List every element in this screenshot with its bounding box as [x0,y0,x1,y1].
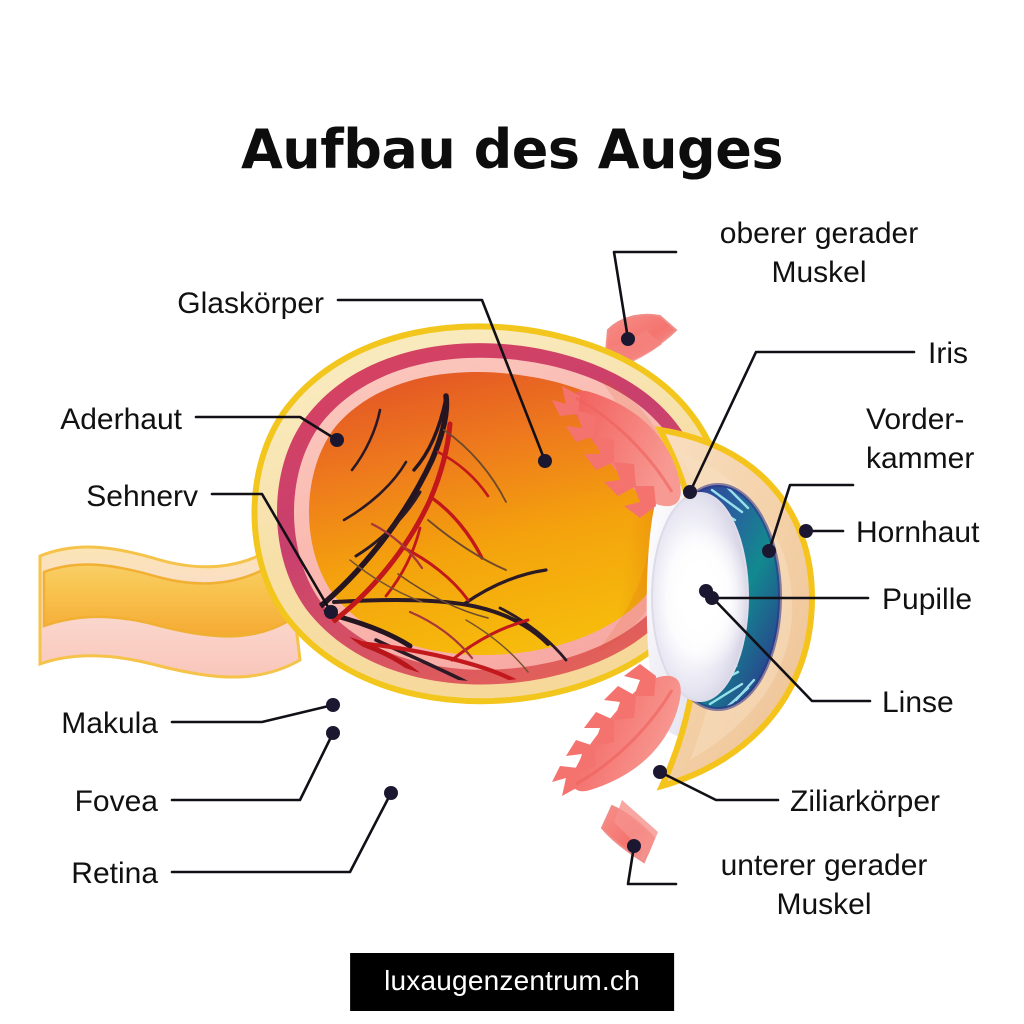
label-sehnerv: Sehnerv [86,480,198,513]
inferior-rectus-muscle [600,800,658,864]
label-glaskoerper: Glaskörper [177,287,324,320]
optic-nerve-structure [38,537,302,679]
leader-linse [704,589,872,703]
dot-glaskoerper [538,454,552,468]
leader-makula [170,703,335,724]
leader-unterer-muskel [626,844,678,886]
label-fovea: Fovea [74,785,158,818]
dot-makula [326,698,340,712]
source-watermark-banner[interactable]: luxaugenzentrum.ch [350,953,674,1011]
page-title: Aufbau des Auges [241,118,783,181]
label-oberer-gerader-muskel: oberer gerader Muskel [719,217,919,289]
retinal-blood-vessels [296,393,568,682]
leader-glaskoerper [336,298,547,463]
dot-aderhaut [330,433,344,447]
label-vorderkammer: Vorder- kammer [866,403,975,475]
dot-ziliarkoerper [653,765,667,779]
leader-anchor-dots [324,332,813,853]
leader-lines [170,250,916,886]
leader-retina [170,791,393,874]
dot-oberer-muskel [621,332,635,346]
dot-iris [683,485,697,499]
label-iris: Iris [928,337,968,370]
label-aderhaut: Aderhaut [60,403,182,436]
label-ziliarkoerper: Ziliarkörper [790,785,941,818]
leader-aderhaut [194,415,339,442]
source-site-label: luxaugenzentrum.ch [384,965,640,996]
label-pupille: Pupille [882,583,973,616]
dot-unterer-muskel [627,839,641,853]
dot-retina [384,786,398,800]
ciliary-body-superior [552,386,681,518]
dot-sehnerv [324,605,338,619]
leader-oberer-muskel [612,250,678,341]
leader-ziliarkoerper [658,770,780,802]
dot-hornhaut [799,524,813,538]
dot-vorderkammer [762,544,776,558]
label-unterer-gerader-muskel: unterer gerader Muskel [720,849,928,921]
dot-fovea [326,726,340,740]
leader-vorderkammer [767,483,855,553]
ciliary-body-inferior [552,664,681,796]
leader-fovea [170,731,335,802]
label-linse: Linse [882,686,954,719]
label-hornhaut: Hornhaut [856,516,980,549]
dot-linse [699,584,713,598]
leader-sehnerv [210,492,333,614]
leader-iris [688,350,916,494]
label-makula: Makula [61,707,158,740]
label-retina: Retina [71,857,158,890]
